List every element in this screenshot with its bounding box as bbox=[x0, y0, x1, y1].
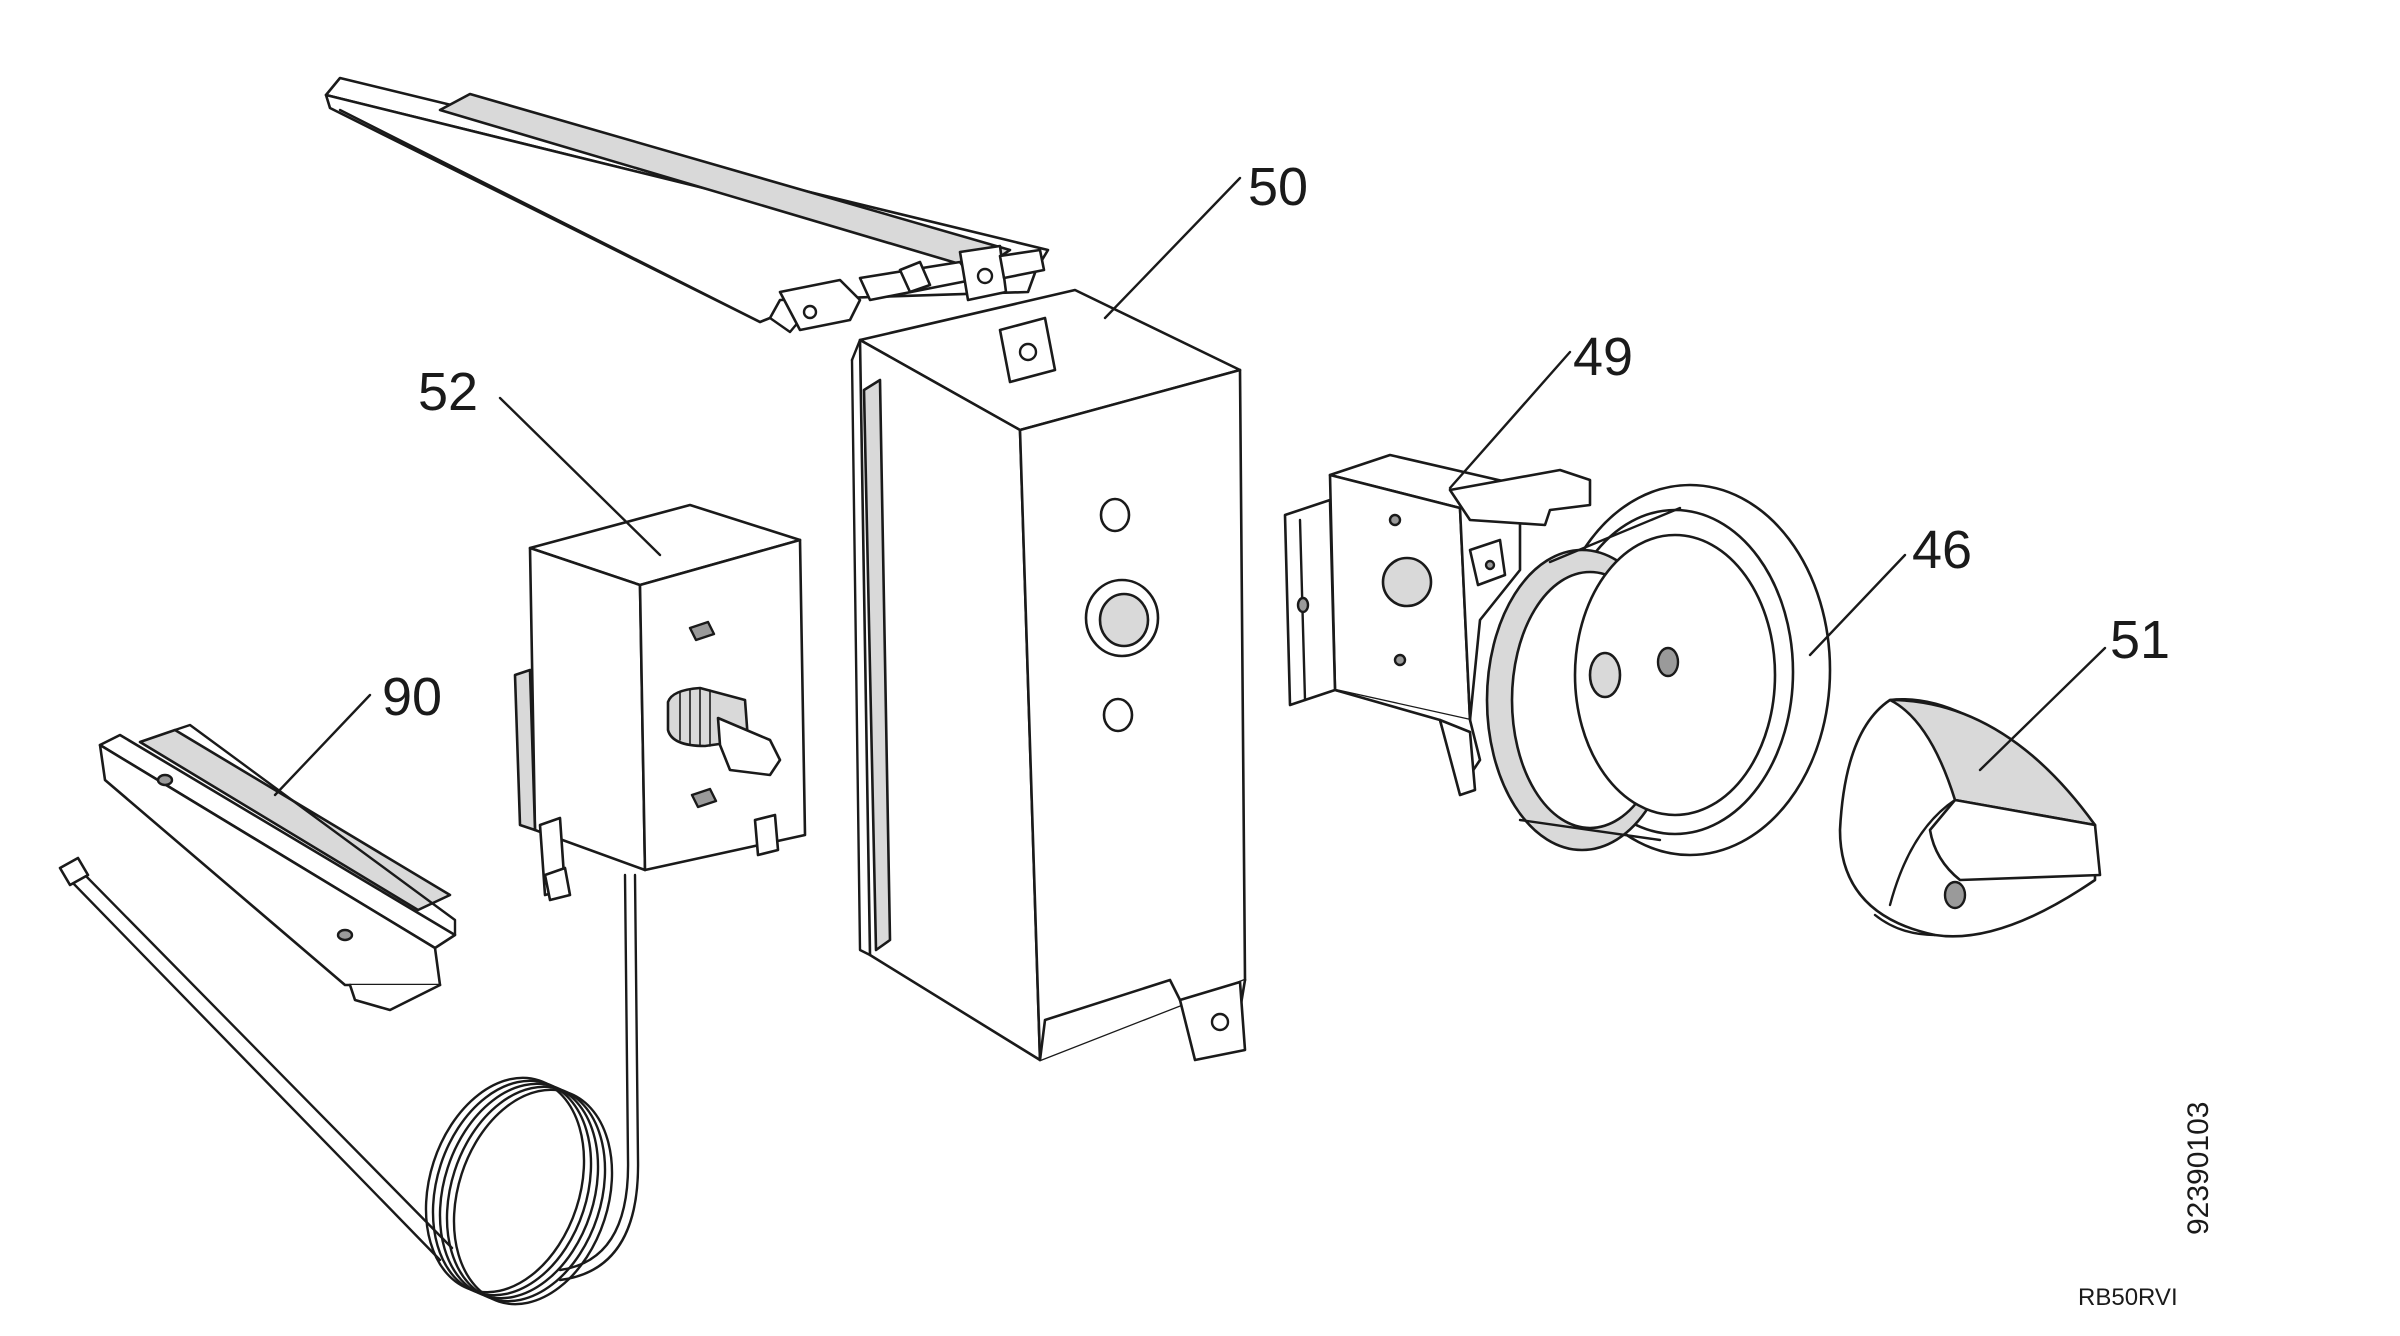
callout-51: 51 bbox=[2110, 610, 2170, 670]
leader-90 bbox=[273, 693, 372, 797]
leader-50 bbox=[1103, 176, 1242, 320]
thermostat-52 bbox=[513, 503, 807, 902]
cover-plate bbox=[324, 76, 1050, 334]
leader-49 bbox=[1448, 350, 1572, 490]
ring-bezel-46 bbox=[1485, 483, 1832, 857]
callout-52: 52 bbox=[418, 362, 478, 422]
leader-46 bbox=[1808, 553, 1907, 657]
leader-52 bbox=[498, 396, 662, 557]
clip-rail-90 bbox=[98, 723, 457, 1012]
model-code: RB50RVI bbox=[2078, 1284, 2178, 1311]
housing-box-50 bbox=[850, 288, 1247, 1062]
bracket-49 bbox=[1283, 453, 1592, 797]
capillary-tube bbox=[58, 856, 640, 1306]
knob-51 bbox=[1838, 698, 2102, 938]
callout-90: 90 bbox=[382, 667, 442, 727]
callout-50: 50 bbox=[1248, 157, 1308, 217]
leader-51 bbox=[1978, 646, 2107, 772]
callout-49: 49 bbox=[1573, 327, 1633, 387]
callout-46: 46 bbox=[1912, 520, 1972, 580]
drawing-number: 92390103 bbox=[2182, 1102, 2215, 1235]
